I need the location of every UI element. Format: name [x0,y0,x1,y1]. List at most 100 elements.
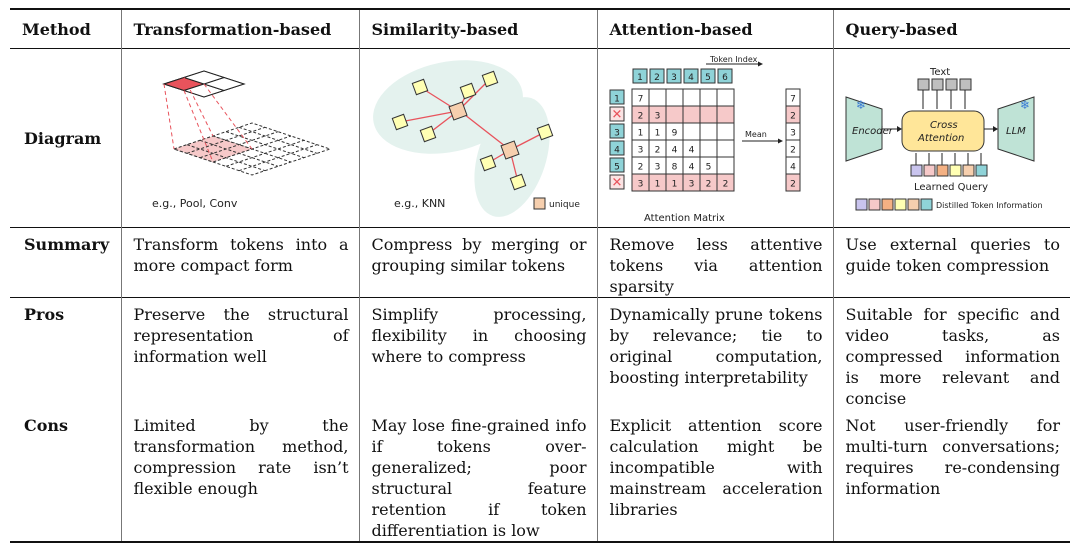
header-similarity: Similarity-based [358,9,597,49]
matrix-value: 7 [637,95,643,105]
matrix-value: 1 [637,129,643,139]
mean-value: 3 [790,129,796,139]
token-row-box [609,89,624,105]
matrix-cell [699,105,717,124]
token-index-number: 3 [671,73,677,83]
similarity-diagram-cell: e.g., KNN unique [358,48,597,228]
matrix-value: 2 [637,163,643,173]
merged-token [447,101,468,121]
diagram-row: Diagram [10,48,1070,228]
text-tokens [917,78,971,91]
similarity-diagram: e.g., KNN unique [372,60,580,217]
transformation-caption: e.g., Pool, Conv [152,197,238,210]
header-row: Method Transformation-based Similarity-b… [10,9,1070,49]
learned-query-label: Learned Query [914,182,988,193]
matrix-value: 8 [671,163,677,173]
cons-similarity: May lose fine-grained info if tokens ove… [358,409,597,542]
token-row-box [609,157,624,173]
token-row-box [609,123,624,139]
matrix-value: 3 [637,146,643,156]
row-label-diagram: Diagram [24,128,102,148]
pros-row: Pros Preserve the structural representat… [10,297,1070,409]
matrix-cell [682,122,700,141]
matrix-value: 4 [688,146,694,156]
matrix-cell [716,88,734,107]
pros-attention: Dynamically prune tokens by relevance; t… [596,297,833,409]
pruned-icon: ✕ [611,108,622,123]
unique-legend-label: unique [549,200,580,210]
matrix-cell [716,122,734,141]
token-index-label: Token Index [709,55,758,64]
token-index-box [666,68,681,84]
matrix-value: 3 [637,180,643,190]
encoder-block [845,96,882,162]
matrix-value: 2 [654,146,660,156]
row-label-summary: Summary [24,235,110,254]
transformation-diagram-cell: e.g., Pool, Conv [120,48,359,228]
token-row-number: 5 [614,163,620,173]
cons-transformation: Limited by the transformation method, co… [120,409,359,542]
encoder-label: Encoder [852,126,894,137]
pruned-token-box [609,106,624,122]
snowflake-icon: ❄ [1020,98,1030,112]
matrix-cell [716,139,734,158]
pooled-region [171,135,254,163]
matrix-value: 3 [654,112,660,122]
matrix-value: 1 [654,129,660,139]
matrix-cell [716,173,734,192]
token-index-number: 6 [722,73,728,83]
pros-transformation: Preserve the structural representation o… [120,297,359,409]
header-attention: Attention-based [596,9,833,49]
header-method: Method [22,20,91,39]
page: Method Transformation-based Similarity-b… [10,9,1070,542]
matrix-cell [682,105,700,124]
pros-query: Suitable for specific and video tasks, a… [832,297,1070,409]
query-diagram: Encoder ❄ LLM ❄ Cross Attention Text [845,67,1042,211]
attention-label: Attention [917,133,964,144]
matrix-cell [665,105,683,124]
attention-matrix-label: Attention Matrix [644,213,725,224]
merged-token [499,140,520,160]
mean-cell [785,173,800,192]
matrix-value: 3 [688,180,694,190]
mean-value: 2 [790,180,796,190]
unique-legend-swatch [533,197,545,210]
mean-value: 4 [790,163,796,173]
summary-attention: Remove less attentive tokens via attenti… [596,227,833,298]
header-transformation: Transformation-based [120,9,359,49]
matrix-value: 2 [722,180,728,190]
row-label-cons: Cons [24,416,69,435]
token-index-number: 1 [637,73,643,83]
matrix-cell [699,88,717,107]
token-index-box [683,68,698,84]
token-row-box [609,140,624,156]
mean-label: Mean [745,130,767,139]
matrix-cell [665,88,683,107]
summary-similarity: Compress by merging or grouping similar … [358,227,597,298]
matrix-value: 1 [654,180,660,190]
mean-value: 2 [790,146,796,156]
token-row-number: 3 [614,129,620,139]
query-diagram-cell: Encoder ❄ LLM ❄ Cross Attention Text [832,48,1070,228]
matrix-cell [716,156,734,175]
matrix-value: 5 [705,163,711,173]
token-row-number: 1 [614,95,620,105]
pruned-icon: ✕ [611,176,622,191]
token-index-box [649,68,664,84]
token-index-box [632,68,647,84]
llm-label: LLM [1006,126,1026,137]
matrix-cell [648,88,666,107]
token-index-number: 4 [688,73,694,83]
summary-transformation: Transform tokens into a more compact for… [120,227,359,298]
cons-attention: Explicit attention score calculation mig… [596,409,833,542]
similarity-caption: e.g., KNN [394,197,445,210]
distilled-tokens [855,198,932,211]
token-index-number: 2 [654,73,660,83]
cons-row: Cons Limited by the transformation metho… [10,409,1070,542]
token-index-number: 5 [705,73,711,83]
matrix-value: 1 [671,180,677,190]
cons-query: Not user-friendly for multi-turn convers… [832,409,1070,542]
transformation-diagram: e.g., Pool, Conv [152,70,332,210]
